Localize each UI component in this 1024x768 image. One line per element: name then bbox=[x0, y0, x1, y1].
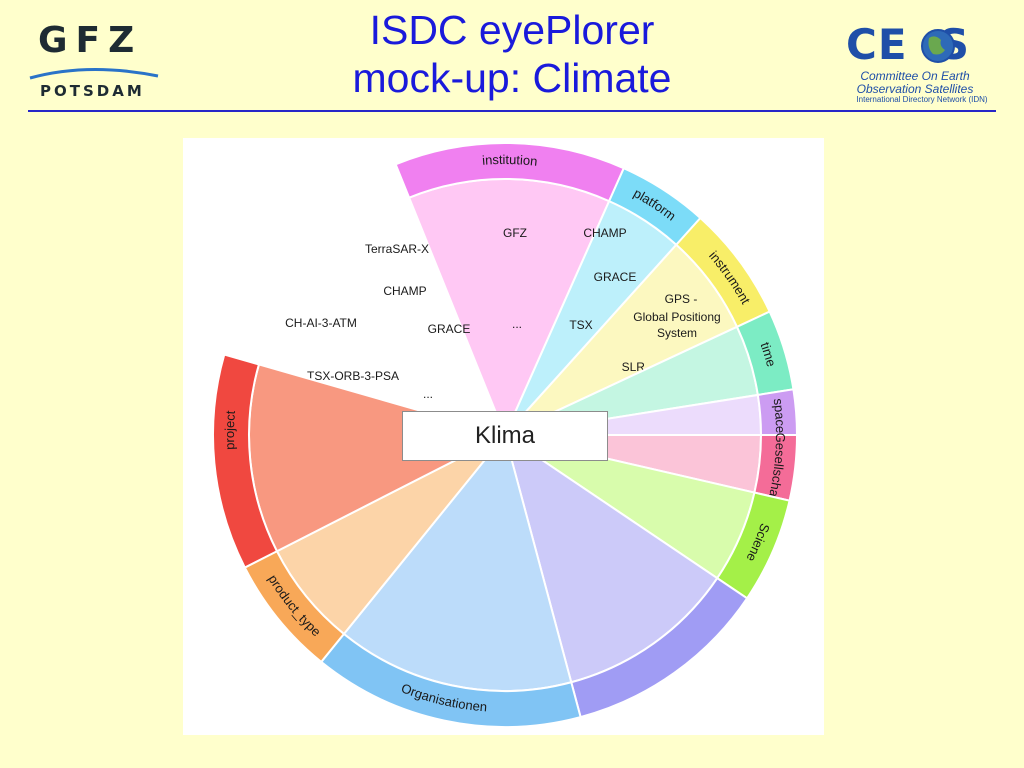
slide-title: ISDC eyePlorer mock-up: Climate bbox=[250, 6, 774, 102]
title-line-1: ISDC eyePlorer bbox=[369, 7, 655, 53]
globe-icon bbox=[921, 29, 955, 63]
sector-platform-item[interactable]: CHAMP bbox=[583, 226, 626, 240]
gfz-logo-text: GFZ bbox=[38, 20, 143, 61]
wheel-outline bbox=[212, 142, 798, 728]
sector-project-item[interactable]: GRACE bbox=[428, 322, 471, 336]
category-wheel: institutionGFZ...platformCHAMPGRACETSX..… bbox=[212, 142, 799, 728]
sector-platform-item[interactable]: GRACE bbox=[594, 270, 637, 284]
header-rule bbox=[28, 110, 996, 112]
ceos-line-2: Observation Satellites bbox=[856, 82, 974, 96]
center-concept-box[interactable]: Klima bbox=[402, 411, 608, 461]
ceos-line-3: International Directory Network (IDN) bbox=[856, 95, 988, 104]
gfz-logo-subtext: POTSDAM bbox=[40, 82, 145, 100]
sector-platform-item[interactable]: TSX bbox=[569, 318, 592, 332]
sector-instrument-item[interactable]: System bbox=[657, 326, 697, 340]
sector-institution-item[interactable]: ... bbox=[512, 317, 522, 331]
sector-instrument-item[interactable]: Global Positiong bbox=[633, 310, 720, 324]
ceos-line-1: Committee On Earth bbox=[860, 69, 970, 83]
sector-instrument-item[interactable]: GPS - bbox=[665, 292, 698, 306]
gfz-swoosh-icon bbox=[29, 68, 159, 80]
title-line-2: mock-up: Climate bbox=[352, 55, 672, 101]
sector-project-item[interactable]: TerraSAR-X bbox=[365, 242, 429, 256]
ceos-logo: CE S Committee On Earth Observation Sate… bbox=[840, 20, 1000, 106]
sector-time-label: time bbox=[757, 340, 779, 368]
sector-product-type-item[interactable]: TSX-ORB-3-PSA bbox=[307, 369, 399, 383]
sector-institution-item[interactable]: GFZ bbox=[503, 226, 527, 240]
sector-space-label: space bbox=[770, 398, 787, 434]
sector-product-type-item[interactable]: ... bbox=[423, 387, 433, 401]
sector-institution-label: institution bbox=[482, 152, 538, 169]
sector-project-label: project bbox=[222, 410, 238, 450]
sector-product-type-item[interactable]: CH-AI-3-ATM bbox=[285, 316, 357, 330]
center-concept-label: Klima bbox=[474, 422, 535, 449]
sector-project-item[interactable]: CHAMP bbox=[383, 284, 426, 298]
gfz-logo: GFZ POTSDAM bbox=[28, 20, 163, 105]
